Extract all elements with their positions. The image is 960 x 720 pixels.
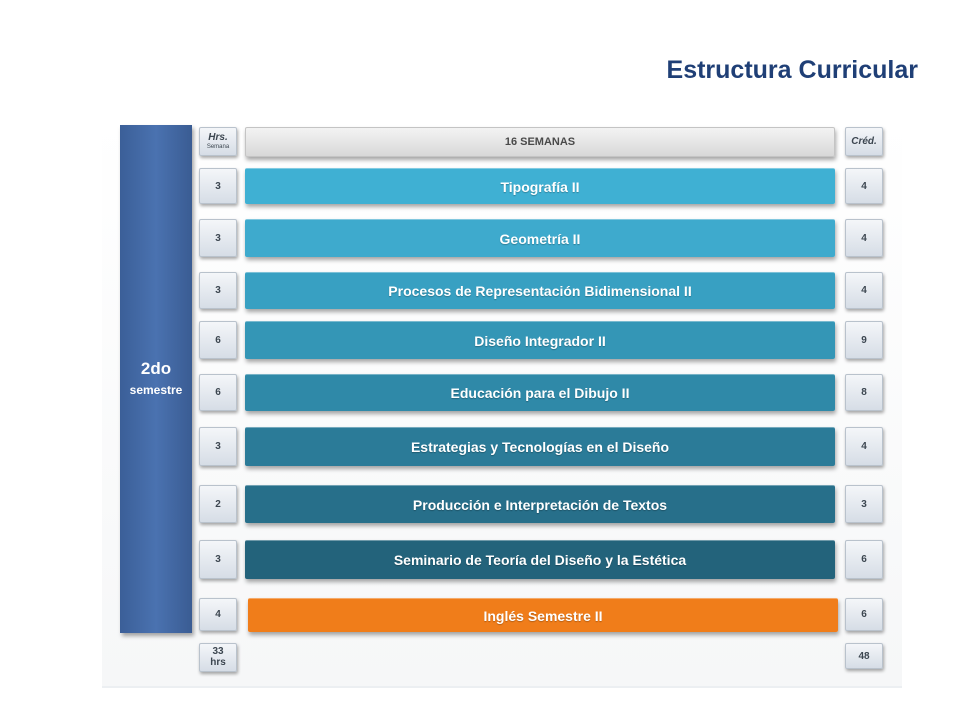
course-bar: Procesos de Representación Bidimensional… xyxy=(245,272,835,309)
course-bar: Seminario de Teoría del Diseño y la Esté… xyxy=(245,540,835,579)
credits-cell: 4 xyxy=(845,272,883,309)
weeks-header: 16 SEMANAS xyxy=(245,127,835,157)
hours-cell: 3 xyxy=(199,540,237,579)
total-hours-value: 33 xyxy=(212,646,224,657)
semester-column: 2do semestre xyxy=(120,125,192,633)
total-hours-unit: hrs xyxy=(210,656,226,668)
hours-header-sub: Semana xyxy=(206,143,230,150)
total-hours: 33 hrs xyxy=(199,643,237,672)
credits-header: Créd. xyxy=(845,127,883,156)
course-bar: Geometría II xyxy=(245,219,835,257)
hours-header-label: Hrs. xyxy=(208,132,228,144)
credits-cell: 8 xyxy=(845,374,883,411)
credits-cell: 4 xyxy=(845,168,883,204)
hours-cell: 6 xyxy=(199,321,237,359)
course-bar: Estrategias y Tecnologías en el Diseño xyxy=(245,427,835,466)
course-bar: Educación para el Dibujo II xyxy=(245,374,835,411)
hours-cell: 2 xyxy=(199,485,237,523)
hours-cell: 4 xyxy=(199,598,237,631)
credits-cell: 6 xyxy=(845,598,883,631)
hours-cell: 3 xyxy=(199,219,237,257)
credits-cell: 3 xyxy=(845,485,883,523)
hours-header: Hrs. Semana xyxy=(199,127,237,156)
credits-cell: 9 xyxy=(845,321,883,359)
course-bar: Producción e Interpretación de Textos xyxy=(245,485,835,523)
credits-cell: 4 xyxy=(845,219,883,257)
page-title: Estructura Curricular xyxy=(666,56,918,84)
credits-cell: 4 xyxy=(845,427,883,466)
semester-number: 2do xyxy=(140,359,172,378)
hours-cell: 3 xyxy=(199,272,237,309)
total-credits: 48 xyxy=(845,643,883,669)
hours-cell: 3 xyxy=(199,427,237,466)
hours-cell: 3 xyxy=(199,168,237,204)
hours-cell: 6 xyxy=(199,374,237,411)
credits-cell: 6 xyxy=(845,540,883,579)
semester-label: semestre xyxy=(129,383,183,397)
course-bar: Diseño Integrador II xyxy=(245,321,835,359)
course-bar: Inglés Semestre II xyxy=(248,598,838,632)
course-bar: Tipografía II xyxy=(245,168,835,204)
